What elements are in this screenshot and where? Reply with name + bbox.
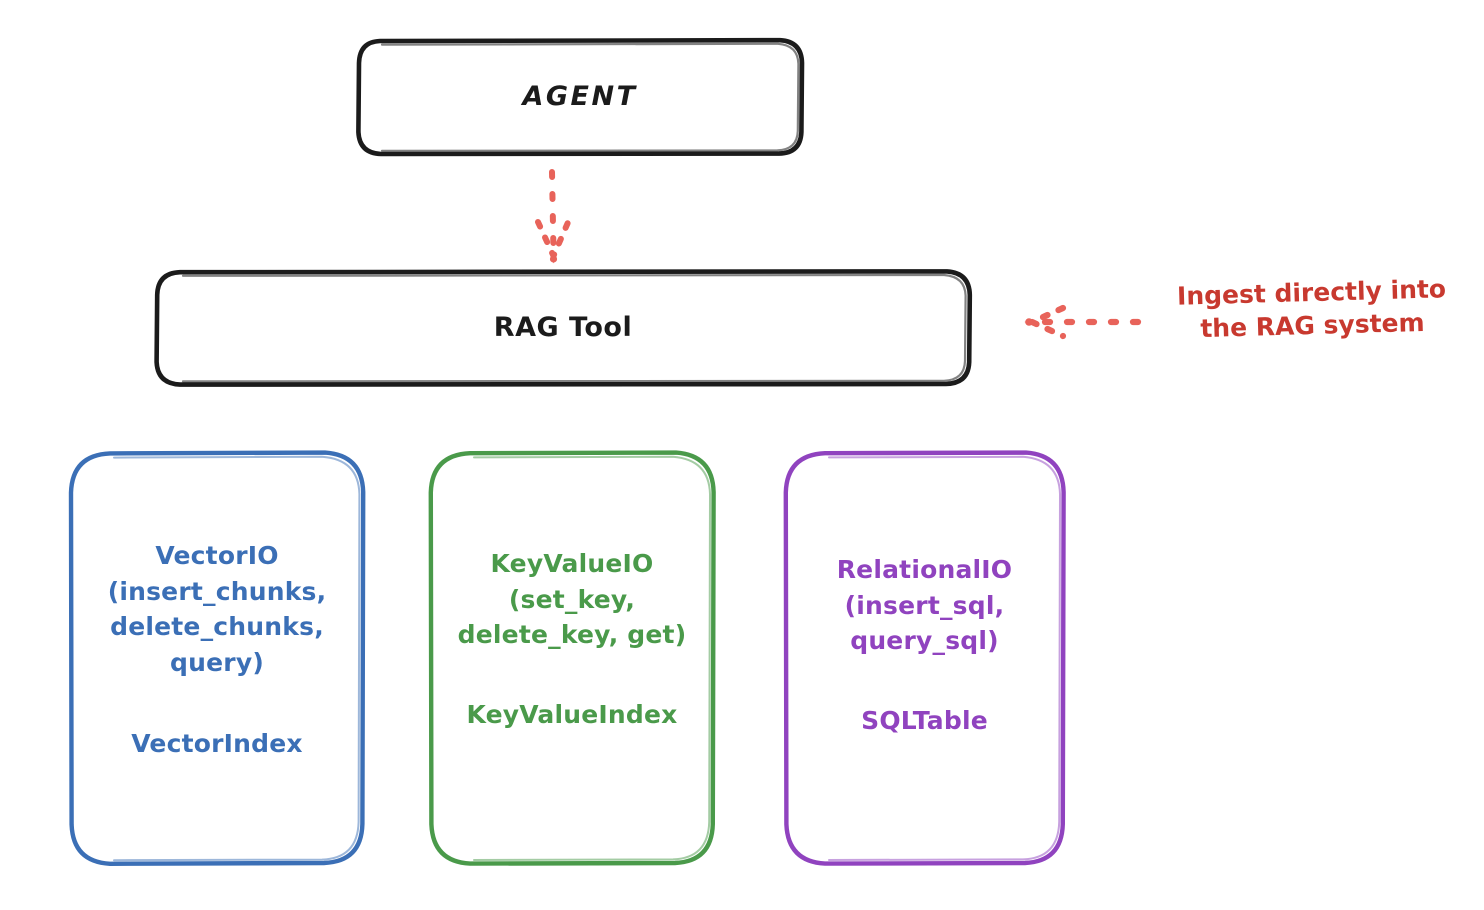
node-rag-tool[interactable]: RAG Tool [154, 269, 973, 387]
rag-tool-label: RAG Tool [493, 311, 633, 343]
agent-label: AGENT [522, 81, 638, 113]
vector-io-api-label: VectorIO (insert_chunks, delete_chunks, … [107, 541, 327, 677]
node-keyvalue-io[interactable]: KeyValueIO (set_key, delete_key, get) Ke… [428, 450, 716, 866]
arrow-note-to-rag-tool [1024, 304, 1142, 340]
vector-index-label: VectorIndex [131, 729, 303, 758]
node-relational-io[interactable]: RelationalIO (insert_sql, query_sql) SQL… [783, 450, 1066, 866]
node-vector-io[interactable]: VectorIO (insert_chunks, delete_chunks, … [68, 450, 366, 866]
keyvalue-index-label: KeyValueIndex [466, 699, 678, 729]
node-agent[interactable]: AGENT [356, 37, 805, 157]
relational-io-api-label: RelationalIO (insert_sql, query_sql) [836, 555, 1013, 655]
arrow-agent-to-rag-tool [535, 169, 572, 264]
keyvalue-io-api-label: KeyValueIO (set_key, delete_key, get) [457, 549, 687, 649]
annotation-ingest-note: Ingest directly into the RAG system [1176, 274, 1447, 343]
sql-table-label: SQLTable [861, 705, 988, 735]
